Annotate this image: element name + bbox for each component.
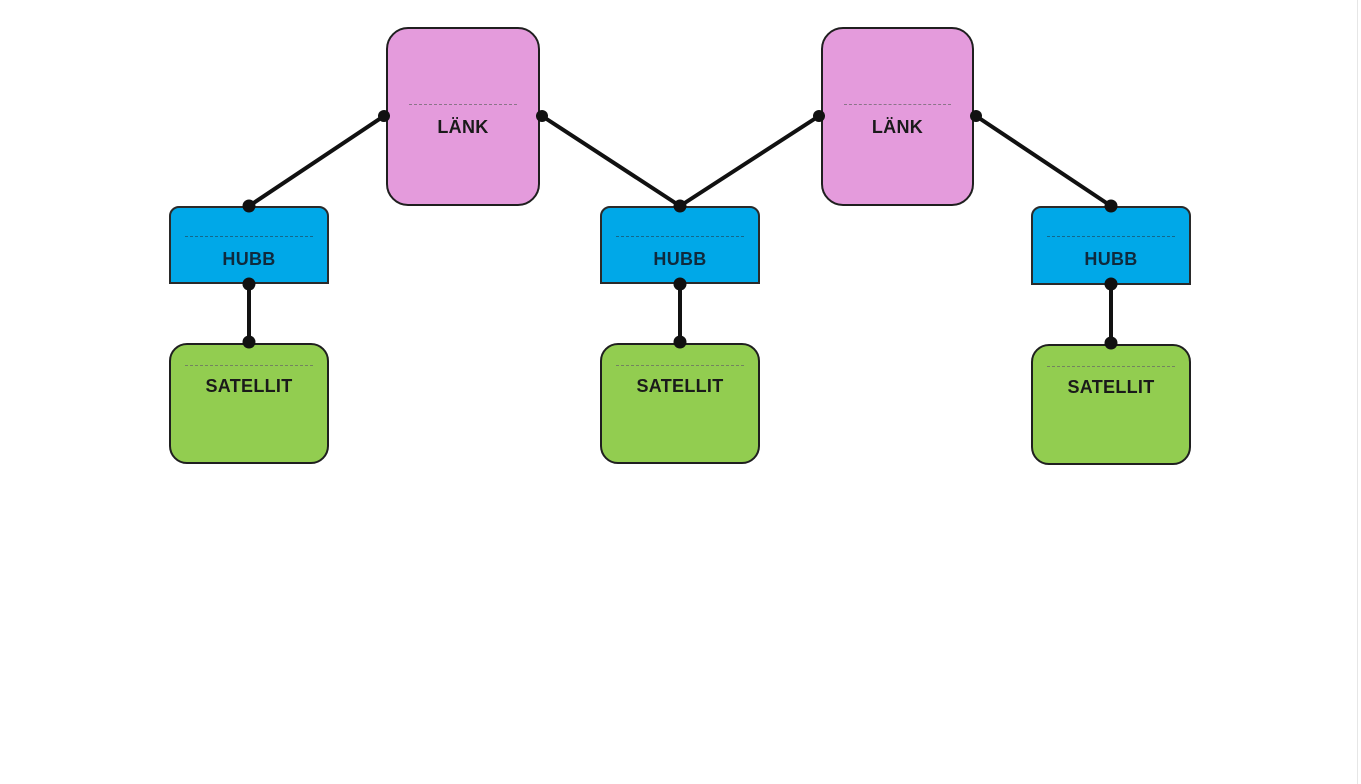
anchor-dot[interactable]	[1104, 199, 1118, 213]
hub-label: HUBB	[222, 249, 276, 269]
link-label: LÄNK	[437, 117, 489, 137]
edge-link2-hub2	[678, 114, 821, 208]
link-field-line	[409, 104, 517, 105]
satellite-label: SATELLIT	[1067, 377, 1155, 397]
satellite-field-line	[185, 365, 313, 366]
hub-field-line	[1047, 236, 1175, 237]
hub-label: HUBB	[1084, 249, 1138, 269]
anchor-dot[interactable]	[1104, 336, 1118, 350]
anchor-dot[interactable]	[536, 110, 548, 122]
satellite-node-2[interactable]: SATELLIT	[600, 343, 760, 464]
satellite-field-line	[1047, 366, 1175, 367]
satellite-label: SATELLIT	[636, 376, 724, 396]
satellite-label: SATELLIT	[205, 376, 293, 396]
anchor-dot[interactable]	[813, 110, 825, 122]
anchor-dot[interactable]	[673, 199, 687, 213]
satellite-node-1[interactable]: SATELLIT	[169, 343, 329, 464]
satellite-field-line	[616, 365, 744, 366]
anchor-dot[interactable]	[673, 277, 687, 291]
edge-link2-hub3	[974, 114, 1113, 208]
hub-label: HUBB	[653, 249, 707, 269]
anchor-dot[interactable]	[242, 335, 256, 349]
link-node-1[interactable]: LÄNK	[386, 27, 540, 206]
page-edge	[1357, 0, 1358, 784]
edge-link1-hub2	[540, 114, 682, 208]
anchor-dot[interactable]	[970, 110, 982, 122]
satellite-node-3[interactable]: SATELLIT	[1031, 344, 1191, 465]
link-field-line	[843, 104, 952, 105]
link-node-2[interactable]: LÄNK	[821, 27, 974, 206]
anchor-dot[interactable]	[378, 110, 390, 122]
hub-field-line	[616, 236, 744, 237]
edge-link1-hub1	[247, 114, 386, 208]
anchor-dot[interactable]	[1104, 277, 1118, 291]
anchor-dot[interactable]	[673, 335, 687, 349]
anchor-dot[interactable]	[242, 277, 256, 291]
link-label: LÄNK	[871, 117, 924, 137]
hub-field-line	[185, 236, 313, 237]
anchor-dot[interactable]	[242, 199, 256, 213]
